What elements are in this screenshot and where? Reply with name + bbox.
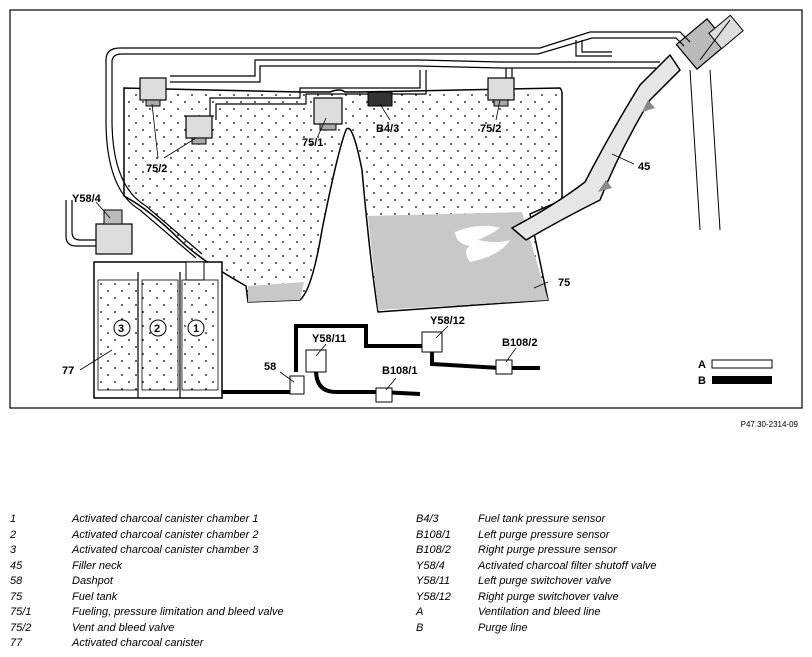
filler-neck bbox=[510, 53, 681, 241]
left-purge-switchover-valve bbox=[305, 349, 327, 373]
label-line-a: A bbox=[698, 359, 706, 371]
legend-key: B4/3 bbox=[416, 513, 439, 525]
fuel-level-left bbox=[248, 282, 304, 302]
label-b108-2: B108/2 bbox=[502, 337, 537, 349]
legend-description: Vent and bleed valve bbox=[72, 621, 175, 634]
legend-description: Right purge pressure sensor bbox=[478, 544, 617, 556]
purge-line-sample bbox=[712, 376, 772, 384]
legend-key: 2 bbox=[10, 528, 17, 541]
legend-key: 58 bbox=[10, 575, 23, 587]
legend-description: Ventilation and bleed line bbox=[478, 606, 601, 618]
label-y58-4: Y58/4 bbox=[72, 193, 102, 205]
legend-description: Left purge switchover valve bbox=[478, 575, 612, 587]
label-45: 45 bbox=[638, 161, 650, 173]
right-purge-pressure-sensor bbox=[495, 359, 513, 375]
legend-key: 45 bbox=[10, 559, 23, 572]
legend-description: Activated charcoal canister bbox=[72, 637, 204, 649]
legend-key: Y58/12 bbox=[416, 590, 451, 603]
legend-key: Y58/4 bbox=[416, 559, 445, 572]
legend-key: Y58/11 bbox=[416, 575, 451, 587]
label-line-b: B bbox=[698, 375, 706, 387]
legend-key: B bbox=[416, 621, 424, 634]
chamber-1-marker bbox=[187, 319, 205, 337]
legend-description: Activated charcoal filter shutoff valve bbox=[478, 559, 657, 572]
label-77: 77 bbox=[62, 365, 74, 377]
legend-key: 75/2 bbox=[10, 621, 32, 634]
purge-lines bbox=[222, 324, 540, 396]
legend-description: Dashpot bbox=[72, 575, 113, 587]
legend-description: Activated charcoal canister chamber 3 bbox=[72, 544, 259, 556]
label-y58-11: Y58/11 bbox=[312, 333, 346, 345]
legend-description: Fuel tank pressure sensor bbox=[478, 513, 606, 525]
legend-description: Activated charcoal canister chamber 1 bbox=[72, 513, 259, 525]
legend-key: 77 bbox=[10, 637, 23, 649]
label-y58-12: Y58/12 bbox=[430, 315, 465, 327]
ventilation-lines bbox=[105, 31, 691, 259]
legend-key: 75 bbox=[10, 590, 23, 603]
fueling-valve bbox=[313, 97, 343, 131]
legend-key: A bbox=[416, 606, 424, 618]
fuel-evaporation-diagram: 75/2 75/1 B4/3 75/2 45 Y58/4 75 Y58/12 Y… bbox=[9, 9, 803, 409]
chamber-1-label: 1 bbox=[193, 323, 199, 335]
vent-bleed-valve-left-2 bbox=[185, 115, 213, 145]
charcoal-filter-shutoff-valve bbox=[95, 209, 133, 255]
label-b4-3: B4/3 bbox=[376, 123, 399, 135]
vent-bleed-valve-left bbox=[139, 77, 167, 107]
legend-description: Right purge switchover valve bbox=[478, 590, 619, 603]
label-58: 58 bbox=[264, 361, 276, 373]
chamber-2-label: 2 bbox=[154, 323, 160, 335]
label-75: 75 bbox=[558, 277, 570, 289]
legend-key: 75/1 bbox=[10, 606, 32, 618]
label-75-2-right: 75/2 bbox=[480, 123, 501, 135]
legend-description: Purge line bbox=[478, 621, 528, 634]
legend-key: B108/1 bbox=[416, 528, 451, 541]
dashpot bbox=[289, 375, 305, 395]
legend-key: 3 bbox=[10, 544, 17, 556]
label-b108-1: B108/1 bbox=[382, 365, 417, 377]
chamber-2-marker bbox=[149, 319, 167, 337]
legend-description: Fueling, pressure limitation and bleed v… bbox=[72, 606, 284, 618]
left-purge-pressure-sensor bbox=[375, 387, 393, 403]
label-75-1: 75/1 bbox=[302, 137, 323, 149]
legend-description: Fuel tank bbox=[72, 590, 118, 603]
chamber-3-label: 3 bbox=[118, 323, 124, 335]
legend-key: B108/2 bbox=[416, 544, 451, 556]
legend-key: 1 bbox=[10, 513, 17, 525]
label-75-2-left: 75/2 bbox=[146, 163, 167, 175]
legend-description: Left purge pressure sensor bbox=[478, 528, 610, 541]
figure-code: P47.30-2314-09 bbox=[740, 420, 798, 429]
legend-description: Activated charcoal canister chamber 2 bbox=[72, 528, 259, 541]
chamber-3-marker bbox=[113, 319, 131, 337]
fuel-level-right bbox=[368, 212, 548, 310]
legend-description: Filler neck bbox=[72, 559, 123, 572]
vent-bleed-valve-right bbox=[487, 77, 515, 107]
ventilation-line-sample bbox=[711, 359, 773, 369]
fuel-tank-pressure-sensor bbox=[367, 91, 393, 107]
